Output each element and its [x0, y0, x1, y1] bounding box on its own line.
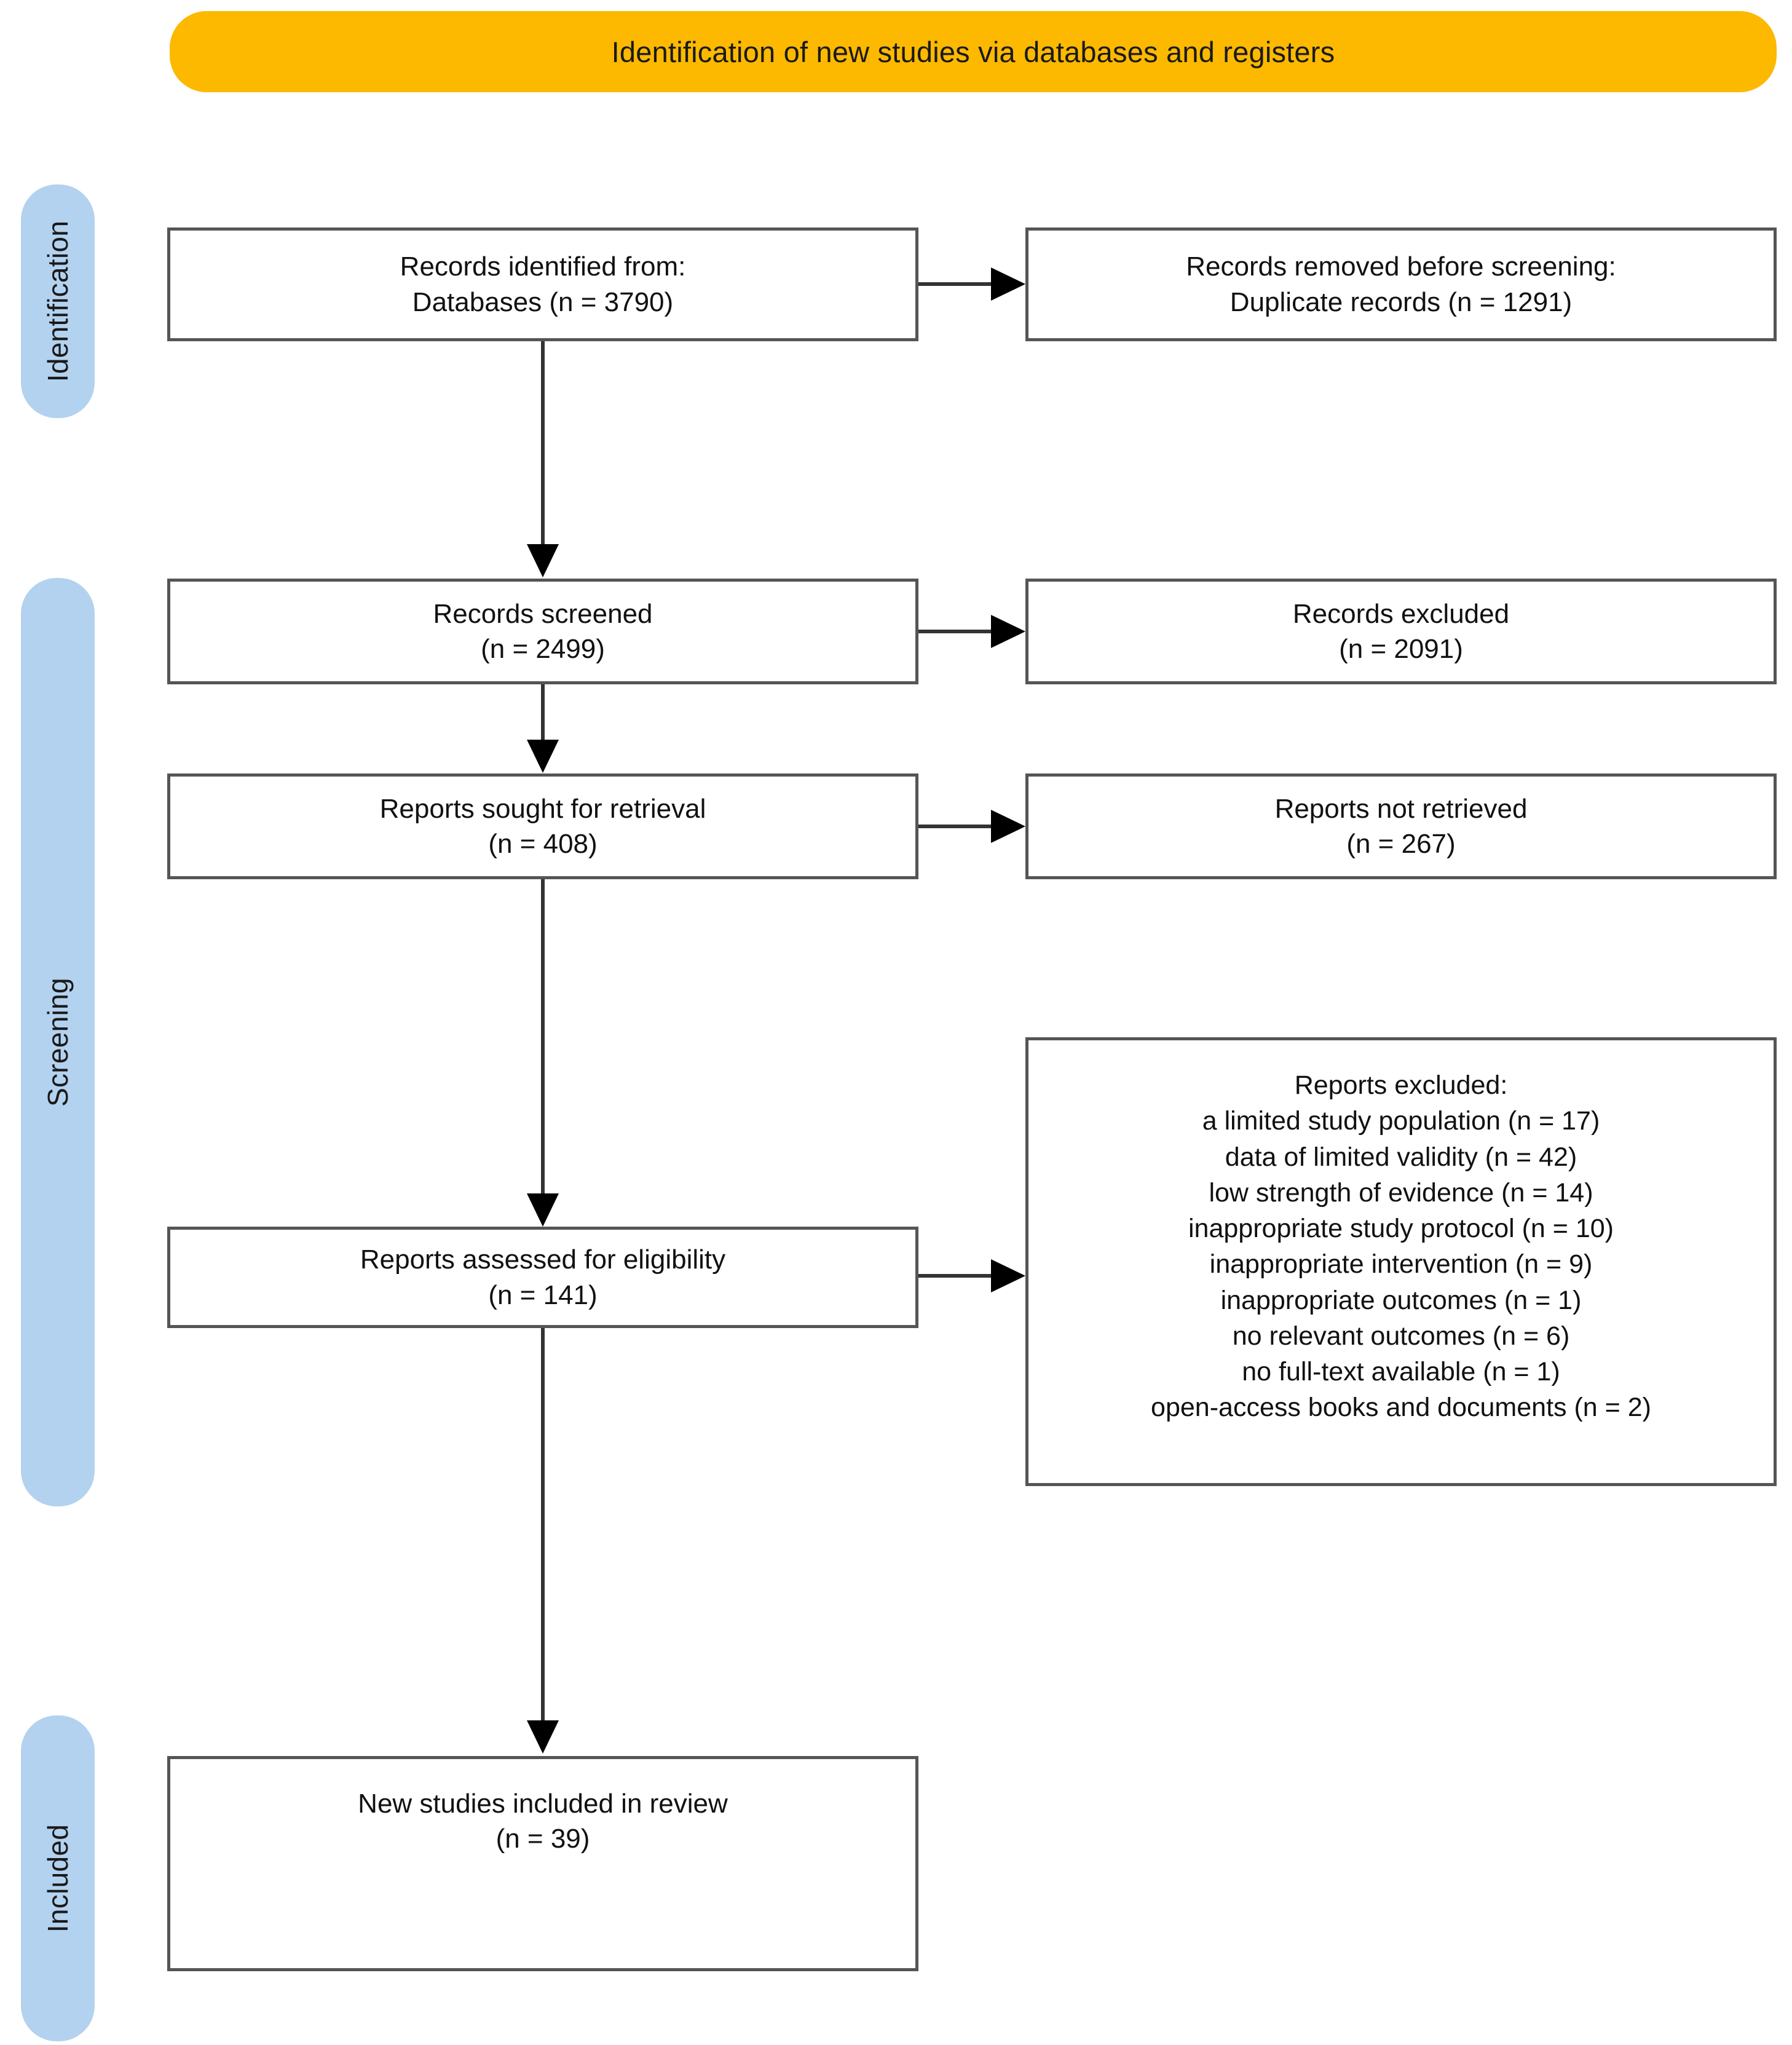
arrow-sought-to-not-retrieved-icon	[991, 810, 1025, 843]
connector-screened-to-sought	[541, 684, 545, 740]
node-records-identified: Records identified from: Databases (n = …	[167, 227, 918, 341]
node-records-excluded-line-1: Records excluded	[1292, 598, 1510, 629]
node-new-studies-included: New studies included in review (n = 39)	[167, 1756, 918, 1971]
node-reports-assessed-line-1: Reports assessed for eligibility	[360, 1244, 726, 1275]
node-reports-sought-line-1: Reports sought for retrieval	[379, 793, 706, 824]
node-reports-excluded-line-7: inappropriate outcomes (n = 1)	[1220, 1285, 1582, 1315]
arrow-assessed-to-included-icon	[527, 1720, 559, 1754]
banner-title: Identification of new studies via databa…	[611, 35, 1335, 68]
stage-band-identification: Identification	[21, 184, 95, 418]
node-records-excluded-line-2: (n = 2091)	[1339, 634, 1463, 664]
arrow-identified-to-removed-icon	[991, 267, 1025, 301]
arrow-sought-to-assessed-icon	[527, 1193, 559, 1227]
node-reports-not-retrieved: Reports not retrieved (n = 267)	[1025, 773, 1777, 879]
node-reports-sought-line-2: (n = 408)	[488, 829, 598, 859]
node-records-screened-line-2: (n = 2499)	[481, 634, 605, 664]
stage-band-included: Included	[21, 1715, 95, 2041]
arrow-assessed-to-reports-excluded-icon	[991, 1259, 1025, 1292]
node-reports-excluded-line-8: no relevant outcomes (n = 6)	[1232, 1321, 1570, 1351]
diagram-header-banner: Identification of new studies via databa…	[170, 11, 1777, 92]
node-reports-not-retrieved-line-2: (n = 267)	[1346, 829, 1456, 859]
node-new-studies-included-line-1: New studies included in review	[358, 1789, 728, 1819]
stage-band-screening: Screening	[21, 578, 95, 1506]
arrow-screened-to-sought-icon	[527, 740, 559, 773]
node-records-screened-line-1: Records screened	[433, 598, 653, 629]
node-reports-assessed: Reports assessed for eligibility (n = 14…	[167, 1227, 918, 1328]
node-reports-excluded-line-5: inappropriate study protocol (n = 10)	[1188, 1214, 1614, 1243]
connector-sought-to-assessed	[541, 879, 545, 1193]
node-records-removed-line-1: Records removed before screening:	[1186, 251, 1616, 282]
node-records-excluded: Records excluded (n = 2091)	[1025, 579, 1777, 684]
node-reports-excluded-line-3: data of limited validity (n = 42)	[1225, 1142, 1577, 1172]
node-records-removed-line-2: Duplicate records (n = 1291)	[1230, 287, 1573, 317]
arrow-identified-to-screened-icon	[527, 544, 559, 577]
node-records-identified-line-1: Records identified from:	[400, 251, 686, 282]
node-reports-sought: Reports sought for retrieval (n = 408)	[167, 773, 918, 879]
node-reports-not-retrieved-line-1: Reports not retrieved	[1274, 793, 1528, 824]
connector-sought-to-not-retrieved	[918, 825, 992, 828]
node-records-identified-line-2: Databases (n = 3790)	[412, 287, 674, 317]
node-reports-excluded-line-4: low strength of evidence (n = 14)	[1209, 1177, 1593, 1208]
node-reports-excluded: Reports excluded: a limited study popula…	[1025, 1037, 1777, 1486]
connector-assessed-to-reports-excluded	[918, 1274, 992, 1278]
node-reports-excluded-line-6: inappropriate intervention (n = 9)	[1209, 1249, 1593, 1280]
node-new-studies-included-line-2: (n = 39)	[495, 1824, 590, 1854]
arrow-screened-to-excluded-icon	[991, 615, 1025, 648]
node-reports-excluded-line-9: no full-text available (n = 1)	[1242, 1357, 1560, 1386]
node-records-screened: Records screened (n = 2499)	[167, 579, 918, 684]
connector-assessed-to-included	[541, 1328, 545, 1720]
node-reports-excluded-line-2: a limited study population (n = 17)	[1202, 1106, 1600, 1136]
stage-band-screening-label: Screening	[42, 978, 74, 1107]
stage-band-included-label: Included	[42, 1824, 74, 1933]
node-reports-excluded-line-1: Reports excluded:	[1294, 1070, 1508, 1100]
node-reports-excluded-line-10: open-access books and documents (n = 2)	[1151, 1393, 1651, 1423]
stage-band-identification-label: Identification	[42, 220, 74, 382]
connector-screened-to-excluded	[918, 630, 992, 633]
node-reports-assessed-line-2: (n = 141)	[488, 1280, 598, 1310]
connector-identified-to-removed	[918, 282, 992, 286]
connector-identified-to-screened	[541, 341, 545, 544]
node-records-removed: Records removed before screening: Duplic…	[1025, 227, 1777, 341]
